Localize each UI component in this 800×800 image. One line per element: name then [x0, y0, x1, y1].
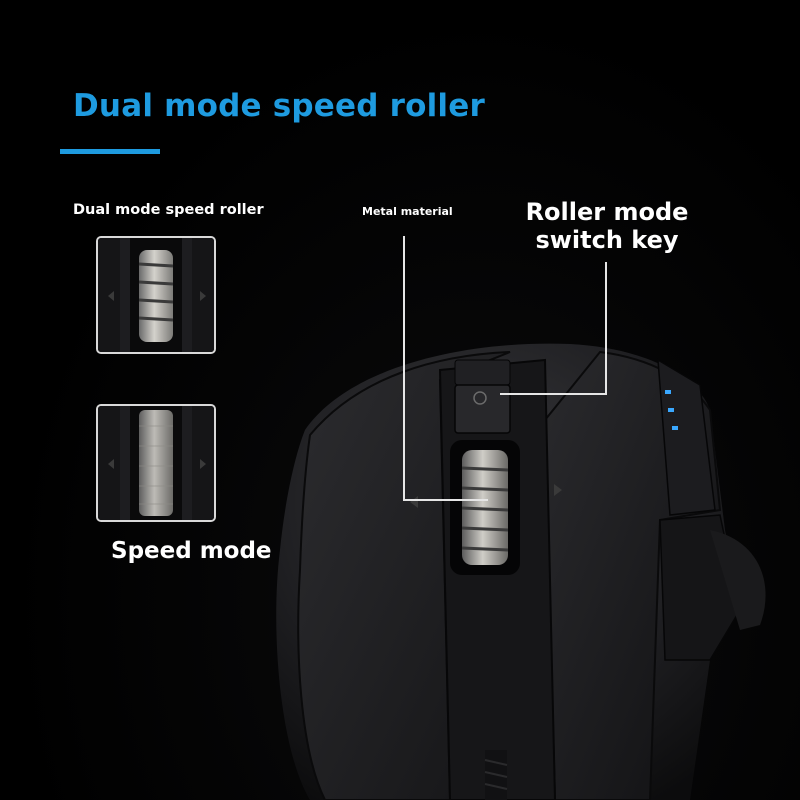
- inset-label-roller: Dual mode speed roller: [73, 202, 264, 218]
- switch-key-line1: Roller mode: [525, 198, 689, 226]
- speed-mode-label: Speed mode: [111, 538, 272, 564]
- page-title: Dual mode speed roller: [73, 88, 485, 124]
- left-triangle-icon: [108, 291, 114, 301]
- switch-key-label: Roller mode switch key: [518, 198, 696, 254]
- title-underline: [60, 149, 160, 154]
- circle-icon: [473, 391, 487, 405]
- speed-mode-inset: [96, 404, 216, 522]
- gaming-mouse-image: [270, 330, 800, 800]
- metal-callout-horizontal: [403, 499, 488, 501]
- right-triangle-icon: [200, 291, 206, 301]
- metal-callout-vertical: [403, 236, 405, 500]
- switch-key-line2: switch key: [535, 226, 679, 254]
- smooth-wheel-image: [98, 406, 214, 520]
- roller-detail-inset: [96, 236, 216, 354]
- right-triangle-icon: [200, 459, 206, 469]
- switch-callout-vertical: [605, 262, 607, 395]
- left-triangle-icon: [108, 459, 114, 469]
- switch-callout-horizontal: [500, 393, 607, 395]
- notched-wheel-image: [98, 238, 214, 352]
- metal-material-label: Metal material: [362, 205, 453, 218]
